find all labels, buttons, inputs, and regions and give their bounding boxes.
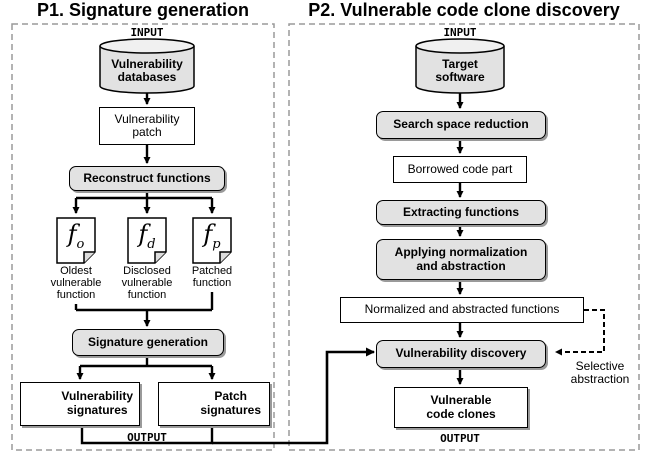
target-cylinder-icon — [415, 38, 505, 94]
panel2-frame — [288, 23, 640, 451]
panel2-input-label: INPUT — [443, 26, 477, 39]
panel1-input-label: INPUT — [130, 26, 164, 39]
search-space-reduction: Search space reduction — [376, 111, 546, 139]
panel1-title: P1. Signature generation — [36, 0, 250, 20]
normalized-abstracted-functions: Normalized and abstracted functions — [340, 297, 584, 323]
database-cylinder-icon — [99, 38, 195, 94]
arrow-output-to-discovery — [212, 347, 375, 445]
output-bracket — [80, 426, 214, 445]
selective-abstraction-loop — [555, 309, 605, 356]
borrowed-code-part: Borrowed code part — [393, 156, 527, 183]
function-symbol-disclosed: fd — [138, 220, 156, 252]
panel2-output-label: OUTPUT — [440, 432, 480, 445]
vulnerability-discovery: Vulnerability discovery — [376, 340, 546, 368]
function-symbol-oldest: fo — [67, 220, 85, 252]
panel2-title: P2. Vulnerable code clone discovery — [308, 0, 620, 20]
panel1-frame — [11, 23, 275, 451]
extracting-functions: Extracting functions — [376, 200, 546, 225]
signature-generation: Signature generation — [72, 329, 224, 356]
function-symbol-patched: fp — [203, 220, 221, 252]
panel1-output-label: OUTPUT — [127, 431, 167, 444]
reconstruct-functions: Reconstruct functions — [69, 166, 225, 191]
